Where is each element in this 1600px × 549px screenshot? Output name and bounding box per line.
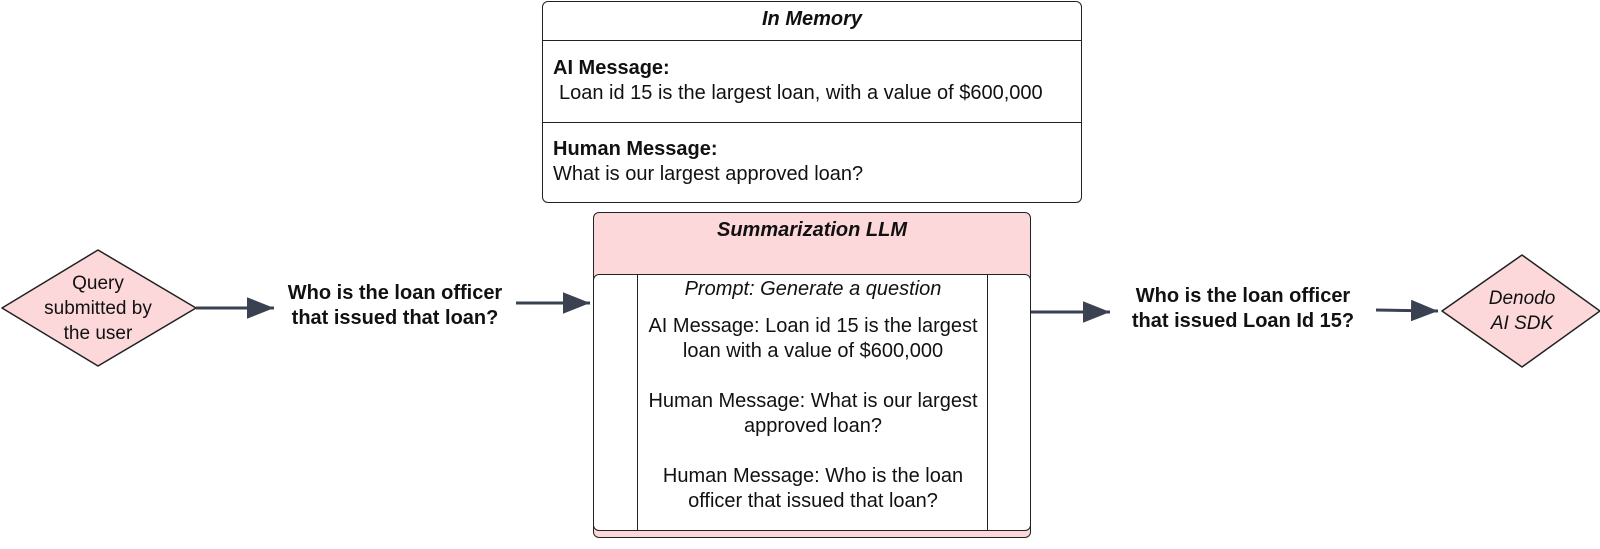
prompt-panel: Prompt: Generate a question AI Message: … (593, 274, 1031, 531)
prompt-left-rule (637, 275, 638, 530)
memory-ai-section: AI Message: Loan id 15 is the largest lo… (553, 56, 1043, 106)
memory-human-label: Human Message: (553, 138, 718, 160)
arrow-rewritten-to-sdk (1375, 299, 1439, 322)
summarization-llm-box: Summarization LLM Prompt: Generate a que… (593, 212, 1031, 538)
prompt-human-message-2: Human Message: Who is the loan officer t… (662, 465, 964, 512)
llm-title: Summarization LLM (716, 219, 907, 241)
prompt-title: Prompt: Generate a question (684, 278, 942, 300)
in-memory-box: In Memory AI Message: Loan id 15 is the … (542, 1, 1082, 203)
prompt-right-rule (987, 275, 988, 530)
query-node-label: Query submitted by the user (44, 272, 152, 344)
memory-ai-text: Loan id 15 is the largest loan, with a v… (559, 82, 1043, 104)
in-memory-title: In Memory (543, 2, 1081, 41)
prompt-human-message-1: Human Message: What is our largest appro… (648, 390, 978, 437)
memory-divider (543, 122, 1081, 123)
sdk-node-label: Denodo AI SDK (1488, 288, 1556, 334)
memory-human-text: What is our largest approved loan? (553, 163, 864, 185)
memory-ai-label: AI Message: (553, 57, 670, 79)
memory-human-section: Human Message: What is our largest appro… (553, 137, 863, 187)
sdk-node-shape (1441, 254, 1600, 368)
prompt-ai-message: AI Message: Loan id 15 is the largest lo… (648, 315, 978, 362)
rewritten-question-text: Who is the loan officer that issued Loan… (1131, 285, 1355, 332)
user-question-text: Who is the loan officer that issued that… (287, 282, 503, 329)
query-node-shape (1, 249, 197, 367)
